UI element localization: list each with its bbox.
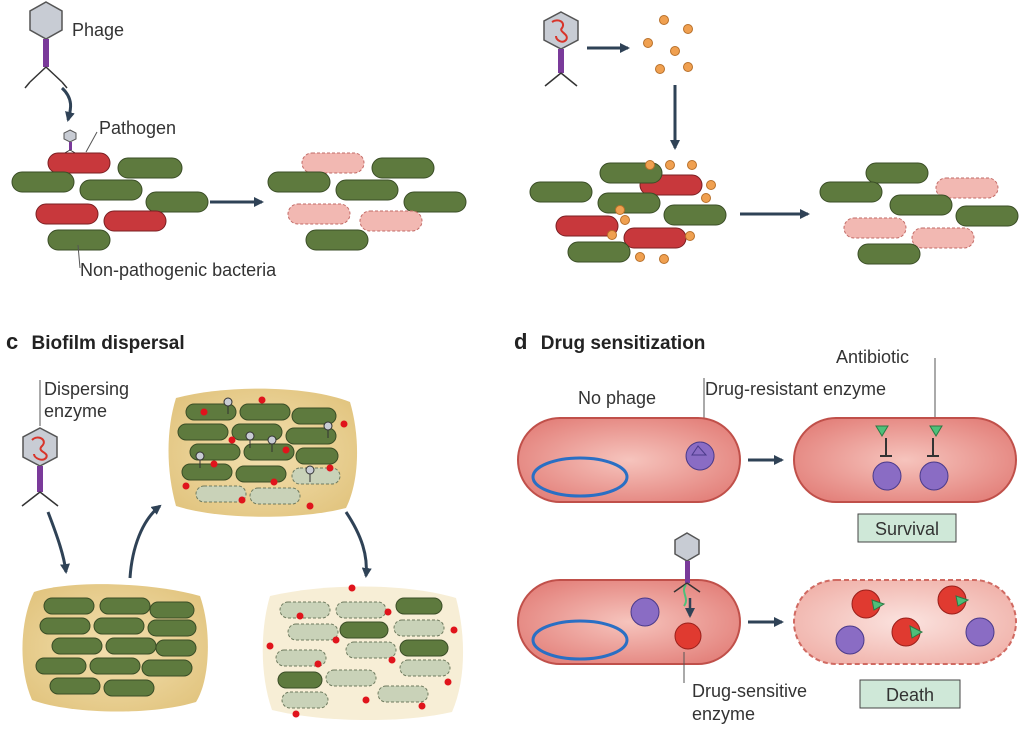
pathogen-leader [85, 131, 98, 153]
phage-icon [24, 1, 68, 89]
death-label: Death [886, 685, 934, 705]
injecting-phage-icon [673, 532, 701, 607]
panel-a: Phage Pathogen Non-pathogenic bacteria [11, 1, 467, 280]
resistant-enzyme-label: Drug-resistant enzyme [705, 379, 886, 399]
dispersing-label-2: enzyme [44, 401, 107, 421]
survival-label: Survival [875, 519, 939, 539]
bacteria-cluster-after [267, 152, 467, 251]
sensitive-label-2: enzyme [692, 704, 755, 724]
nonpath-leader [77, 244, 81, 269]
cell-with-phage [517, 579, 741, 665]
arrow-c3 [344, 511, 372, 578]
survival-box [857, 513, 957, 543]
svg-text:c Biofilm dispersal: c Biofilm dispersal [6, 329, 185, 354]
nonpathogenic-label: Non-pathogenic bacteria [80, 260, 277, 280]
panel-d: d Drug sensitization No phage Drug-resis… [514, 329, 1017, 724]
cell-death [793, 579, 1017, 665]
phage-with-genome-icon [543, 11, 579, 87]
attached-phage-icon [62, 129, 78, 155]
panel-b [529, 11, 1019, 265]
sensitive-label-1: Drug-sensitive [692, 681, 807, 701]
small-phage-icons [195, 397, 333, 482]
panel-d-letter: d [514, 329, 527, 354]
arrow-c1 [46, 511, 70, 574]
death-box [859, 679, 961, 709]
panel-c-title: Biofilm dispersal [32, 333, 185, 354]
arrow-c2 [128, 504, 162, 579]
dispersing-phage-icon [21, 427, 59, 507]
bacteria-cluster-b [529, 162, 727, 263]
pathogen-label: Pathogen [99, 118, 176, 138]
enzyme-dots-b [607, 160, 716, 264]
no-phage-label: No phage [578, 388, 656, 408]
bacteria-cluster-left [11, 152, 209, 251]
svg-text:d Drug sensitization: d Drug sensitization [514, 329, 705, 354]
cell-no-phage [517, 417, 741, 503]
enzyme-dots [643, 15, 693, 74]
dispersing-label-1: Dispersing [44, 379, 129, 399]
panel-d-title: Drug sensitization [541, 333, 706, 354]
phage-label: Phage [72, 20, 124, 40]
panel-c-letter: c [6, 329, 18, 354]
biofilm-intact [22, 584, 208, 712]
arrow-down [60, 86, 75, 122]
antibiotic-label: Antibiotic [836, 347, 909, 367]
bacteria-cluster-b-after [819, 162, 1019, 265]
panel-c: c Biofilm dispersal Dispersing enzyme [6, 329, 464, 721]
biofilm-infected [168, 388, 358, 517]
biofilm-dispersed [262, 584, 464, 721]
cell-survival [793, 417, 1017, 503]
